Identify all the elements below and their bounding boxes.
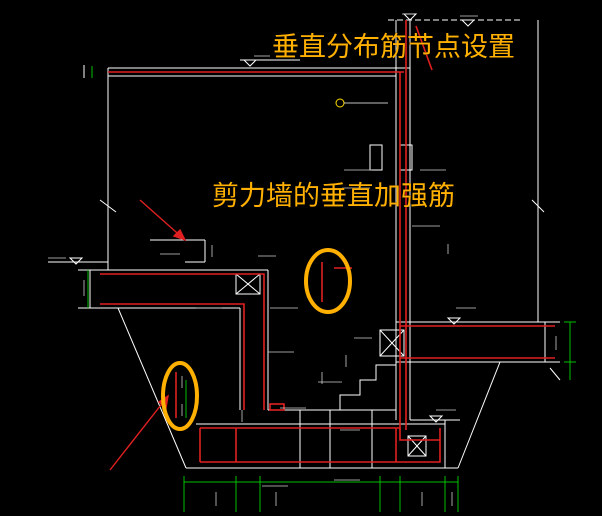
cad-small-labels <box>48 13 478 487</box>
elevation-marker-icon <box>68 13 476 423</box>
rebar-lines <box>100 20 555 463</box>
concrete-outline <box>48 19 561 469</box>
cad-vertical-labels <box>83 244 557 506</box>
highlight-ellipse-icon <box>161 248 352 431</box>
detail-marker-icon <box>335 98 345 108</box>
annotation-vertical-bar-node: 垂直分布筋节点设置 <box>272 32 515 63</box>
dimension-lines <box>87 66 576 512</box>
annotation-shear-wall-vertical-bar: 剪力墙的垂直加强筋 <box>212 181 455 212</box>
